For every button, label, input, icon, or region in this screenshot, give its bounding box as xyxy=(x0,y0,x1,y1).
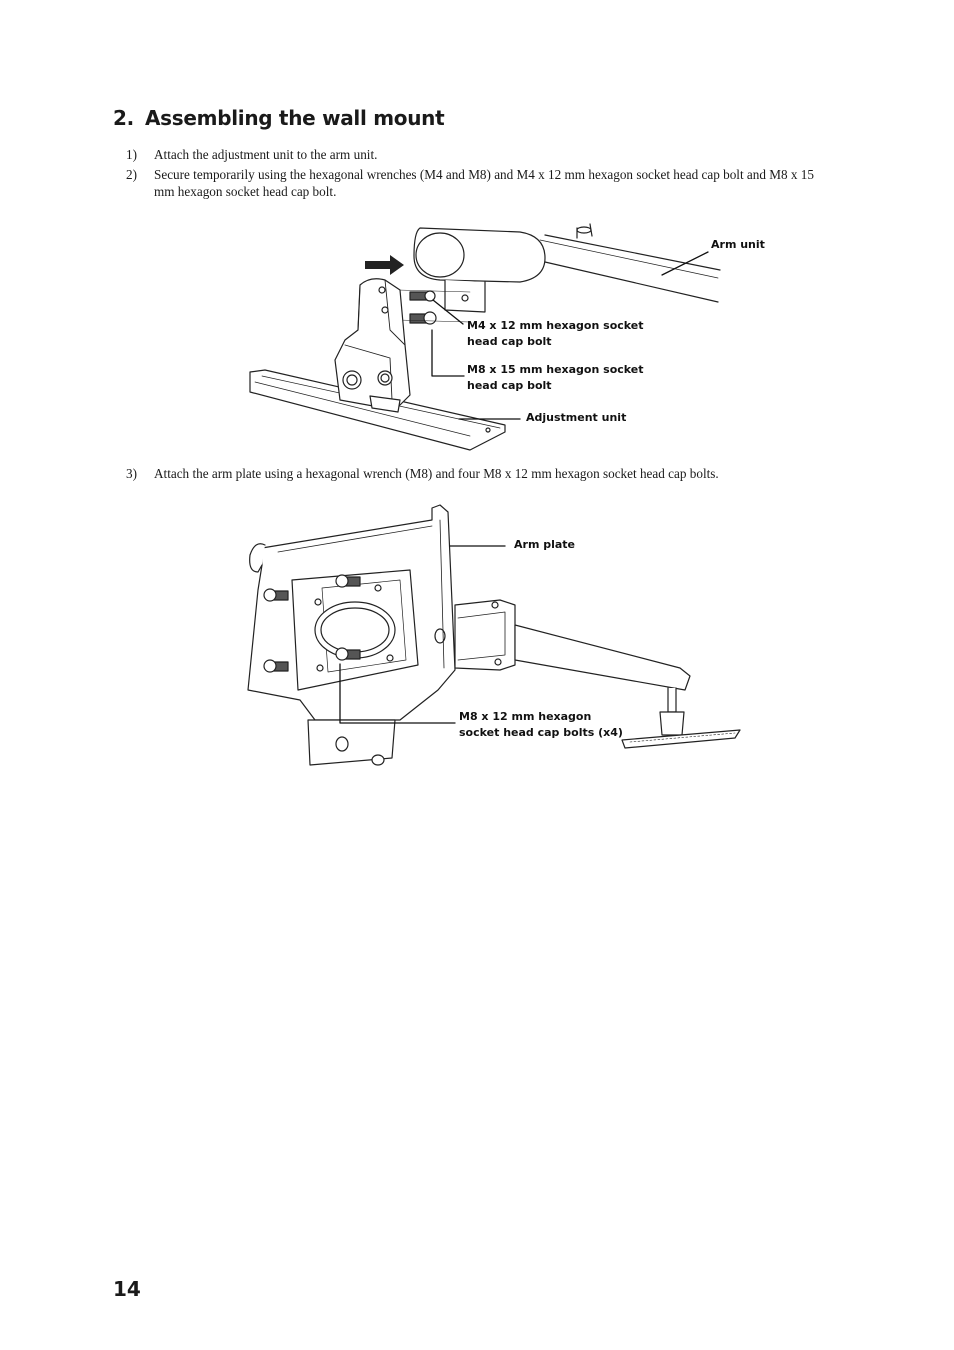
arm-unit-drawing xyxy=(413,223,721,313)
step-number: 2) xyxy=(126,167,137,182)
figure-arm-plate-assembly xyxy=(247,504,741,766)
arm-plate-drawing xyxy=(247,504,456,766)
label-line: M8 x 12 mm hexagon xyxy=(459,710,592,723)
label-line: head cap bolt xyxy=(467,335,552,348)
step-3: 3) Attach the arm plate using a hexagona… xyxy=(126,465,826,482)
label-adjustment-unit: Adjustment unit xyxy=(526,411,627,424)
label-m8-bolt: M8 x 15 mm hexagon socket head cap bolt xyxy=(467,362,644,394)
step-text: Secure temporarily using the hexagonal w… xyxy=(154,167,814,199)
step-text: Attach the arm plate using a hexagonal w… xyxy=(154,466,719,481)
label-m4-bolt: M4 x 12 mm hexagon socket head cap bolt xyxy=(467,318,644,350)
step-text: Attach the adjustment unit to the arm un… xyxy=(154,147,378,162)
section-heading: 2. Assembling the wall mount xyxy=(113,106,445,130)
step-number: 3) xyxy=(126,466,137,481)
page-number: 14 xyxy=(113,1277,141,1301)
label-line: M4 x 12 mm hexagon socket xyxy=(467,319,644,332)
section-title: Assembling the wall mount xyxy=(145,106,445,130)
insert-arrow-icon xyxy=(365,255,404,275)
m4-bolt-drawing xyxy=(409,290,436,302)
step-1: 1) Attach the adjustment unit to the arm… xyxy=(126,146,826,163)
step-number: 1) xyxy=(126,147,137,162)
label-line: socket head cap bolts (x4) xyxy=(459,726,623,739)
section-number: 2. xyxy=(113,106,134,130)
figure-adjustment-unit-assembly xyxy=(249,223,721,451)
label-arm-unit: Arm unit xyxy=(711,238,765,251)
m8-bolts-drawing xyxy=(263,574,361,673)
label-line: head cap bolt xyxy=(467,379,552,392)
label-m8-bolts: M8 x 12 mm hexagon socket head cap bolts… xyxy=(459,709,623,741)
m8-bolt-drawing xyxy=(409,311,437,325)
adjustment-unit-drawing xyxy=(249,278,506,451)
step-2: 2) Secure temporarily using the hexagona… xyxy=(126,166,826,200)
label-arm-plate: Arm plate xyxy=(514,538,576,551)
label-line: M8 x 15 mm hexagon socket xyxy=(467,363,644,376)
arm-drawing xyxy=(454,599,741,749)
